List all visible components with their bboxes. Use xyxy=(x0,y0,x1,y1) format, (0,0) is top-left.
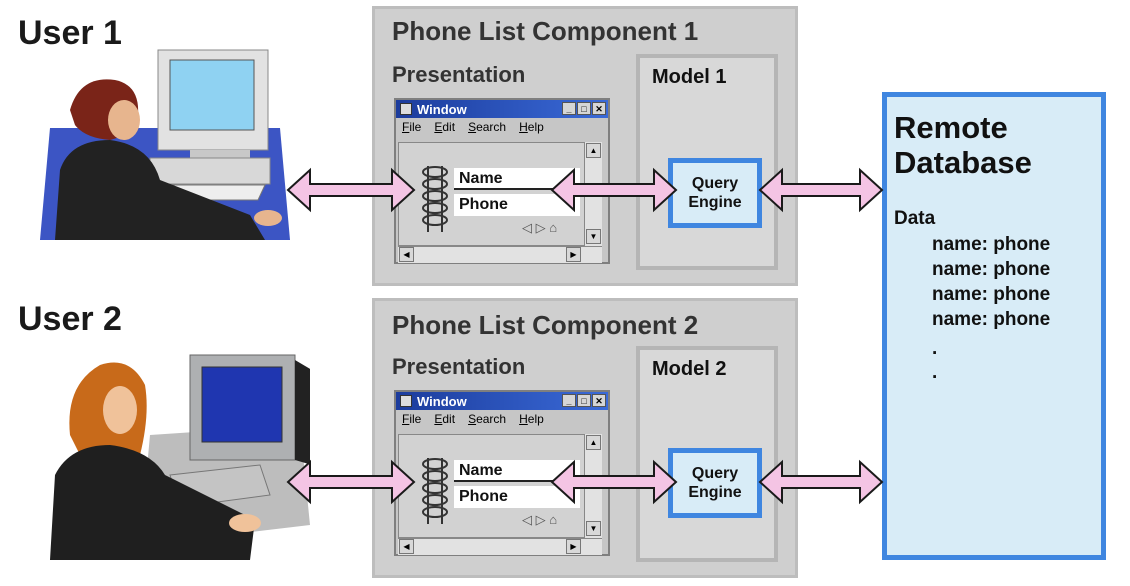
minimize-icon[interactable]: _ xyxy=(562,394,576,407)
cpu-case-1 xyxy=(149,157,271,185)
rolodex-1-icon xyxy=(422,166,448,232)
menu-search[interactable]: Search xyxy=(468,412,507,426)
arrow-user1-window xyxy=(286,167,416,213)
arrow-query1-database xyxy=(758,167,884,213)
window-2-titlebar: Window _ □ ✕ xyxy=(396,392,608,410)
window-1-menubar: File Edit Search Help xyxy=(396,118,608,136)
monitor-side-2 xyxy=(295,360,310,465)
close-icon[interactable]: ✕ xyxy=(592,394,606,407)
window-1-app-icon xyxy=(400,103,412,115)
user-2-label: User 2 xyxy=(18,300,122,338)
window-1-phone-field[interactable]: Phone xyxy=(454,194,580,216)
person-2-hand xyxy=(229,514,261,532)
window-1: Window _ □ ✕ File Edit Search Help Name … xyxy=(394,98,610,264)
user-1-computer-illustration xyxy=(40,49,290,240)
database-title-line-2: Database xyxy=(894,145,1032,180)
database-row: . xyxy=(932,338,938,359)
database-title-line-1: Remote xyxy=(894,110,1008,145)
component-2-title: Phone List Component 2 xyxy=(392,310,699,340)
component-1-presentation-label: Presentation xyxy=(392,62,526,87)
window-1-titlebar: Window _ □ ✕ xyxy=(396,100,608,118)
monitor-screen-1 xyxy=(169,59,255,131)
maximize-icon[interactable]: □ xyxy=(577,102,591,115)
arrow-window1-query xyxy=(550,167,678,213)
query-engine-2-line-1: Query xyxy=(691,465,739,482)
minimize-icon[interactable]: _ xyxy=(562,102,576,115)
database-row: name: phone xyxy=(932,309,1051,330)
scroll-down-icon[interactable]: ▼ xyxy=(586,229,601,244)
query-engine-2-line-2: Engine xyxy=(688,484,742,501)
menu-file[interactable]: File xyxy=(402,412,422,426)
window-1-nav-icons[interactable]: ◁ ▷ ⌂ xyxy=(522,220,558,235)
monitor-stand-1 xyxy=(190,150,250,160)
model-1-title: Model 1 xyxy=(652,66,727,88)
window-2-nav-icons[interactable]: ◁ ▷ ⌂ xyxy=(522,512,558,527)
query-engine-1-line-1: Query xyxy=(691,175,739,192)
arrow-query2-database xyxy=(758,459,884,505)
scroll-right-icon[interactable]: ▶ xyxy=(566,539,581,554)
person-2-face xyxy=(103,386,137,434)
database-title: Remote Database xyxy=(894,110,1032,180)
scroll-down-icon[interactable]: ▼ xyxy=(586,521,601,536)
person-1-face xyxy=(108,100,140,140)
person-1-hand xyxy=(254,210,282,226)
window-2-phone-field[interactable]: Phone xyxy=(454,486,580,508)
component-2-presentation-label: Presentation xyxy=(392,354,526,379)
arrow-user2-window xyxy=(286,459,416,505)
scroll-up-icon[interactable]: ▲ xyxy=(586,435,601,450)
monitor-screen-2 xyxy=(201,366,283,443)
window-2-name-field[interactable]: Name xyxy=(454,460,580,482)
window-1-name-field[interactable]: Name xyxy=(454,168,580,190)
database-data-label: Data xyxy=(894,208,936,229)
scroll-left-icon[interactable]: ◀ xyxy=(399,539,414,554)
person-1-body xyxy=(55,140,265,240)
database-row: name: phone xyxy=(932,259,1051,280)
window-2-horizontal-scrollbar[interactable]: ◀ ▶ xyxy=(398,538,602,555)
window-2-menubar: File Edit Search Help xyxy=(396,410,608,428)
window-1-horizontal-scrollbar[interactable]: ◀ ▶ xyxy=(398,246,602,263)
database-row: name: phone xyxy=(932,284,1051,305)
maximize-icon[interactable]: □ xyxy=(577,394,591,407)
menu-edit[interactable]: Edit xyxy=(434,120,456,134)
scroll-up-icon[interactable]: ▲ xyxy=(586,143,601,158)
scroll-left-icon[interactable]: ◀ xyxy=(399,247,414,262)
rolodex-2-icon xyxy=(422,458,448,524)
user-1-label: User 1 xyxy=(18,14,122,52)
window-1-title: Window xyxy=(417,101,467,117)
scroll-right-icon[interactable]: ▶ xyxy=(566,247,581,262)
database-row: name: phone xyxy=(932,234,1051,255)
user-2-computer-illustration xyxy=(50,354,310,560)
menu-edit[interactable]: Edit xyxy=(434,412,456,426)
remote-database-box xyxy=(882,92,1106,560)
close-icon[interactable]: ✕ xyxy=(592,102,606,115)
person-2-body xyxy=(50,445,255,560)
menu-search[interactable]: Search xyxy=(468,120,507,134)
window-2-title: Window xyxy=(417,393,467,409)
component-1-title: Phone List Component 1 xyxy=(392,16,699,46)
menu-help[interactable]: Help xyxy=(519,120,544,134)
menu-help[interactable]: Help xyxy=(519,412,544,426)
window-2-app-icon xyxy=(400,395,412,407)
arrows xyxy=(286,167,884,505)
database-row: . xyxy=(932,362,938,383)
arrow-window2-query xyxy=(550,459,678,505)
query-engine-1-line-2: Engine xyxy=(688,194,742,211)
menu-file[interactable]: File xyxy=(402,120,422,134)
model-2-title: Model 2 xyxy=(652,358,727,380)
